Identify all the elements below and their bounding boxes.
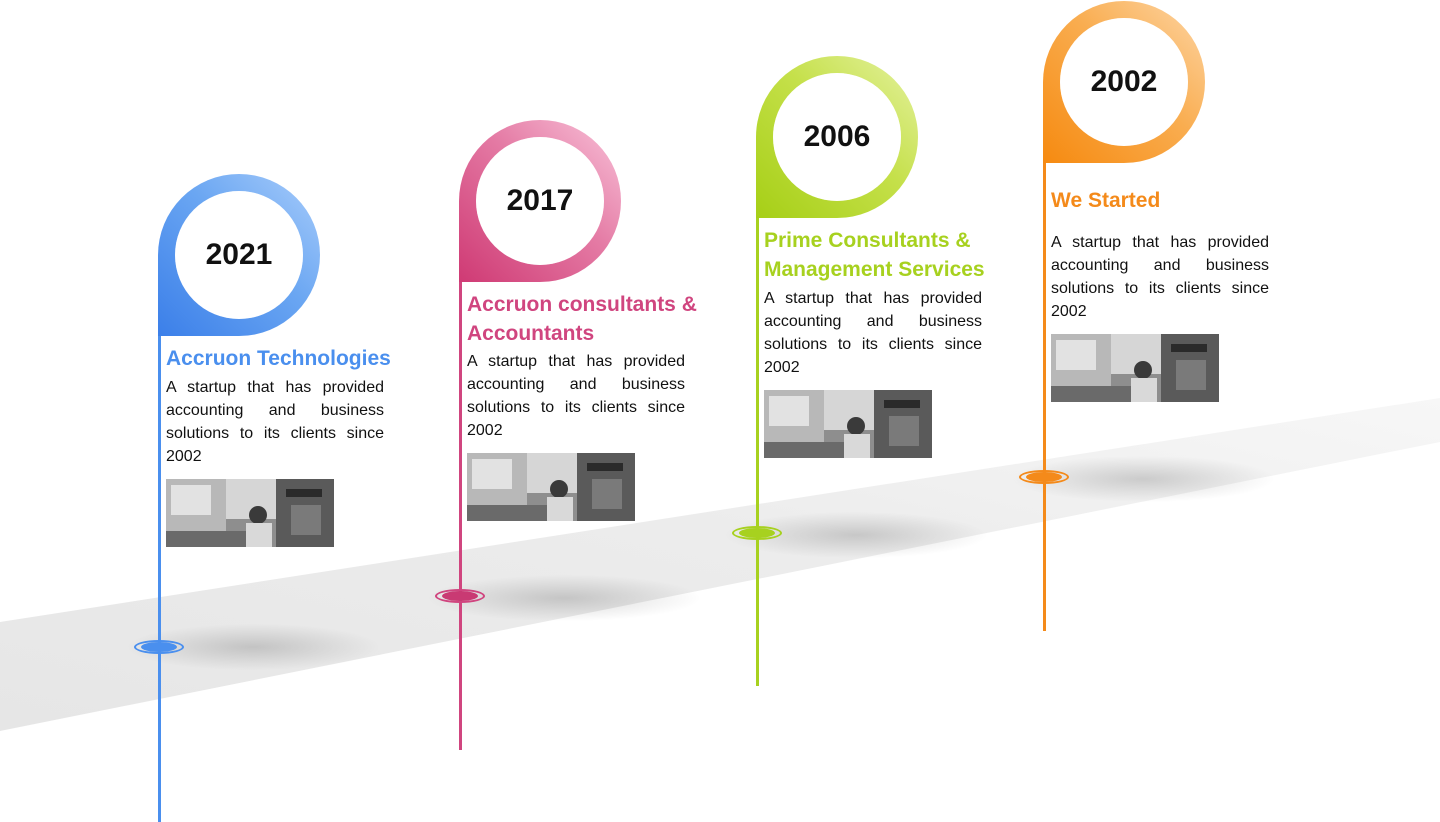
milestone-description: A startup that has provided accounting a… bbox=[764, 290, 982, 376]
pin-base-ring bbox=[134, 640, 184, 654]
milestone-year: 2002 bbox=[1060, 18, 1188, 146]
milestone-year: 2017 bbox=[476, 137, 604, 265]
map-pin-icon: 2006 bbox=[756, 56, 918, 218]
pin-base-ring bbox=[435, 589, 485, 603]
milestone-title: Accruon consultants & Accountants bbox=[467, 293, 697, 345]
milestone-photo bbox=[467, 453, 635, 521]
timeline-road bbox=[0, 398, 1440, 731]
milestone-title: Accruon Technologies bbox=[166, 347, 391, 370]
pin-base-dot bbox=[739, 528, 775, 538]
pin-pole bbox=[459, 280, 462, 750]
pin-base-ring bbox=[1019, 470, 1069, 484]
map-pin-icon: 2002 bbox=[1043, 1, 1205, 163]
pin-base-dot bbox=[1026, 472, 1062, 482]
pin-base-ring bbox=[732, 526, 782, 540]
pin-base-dot bbox=[442, 591, 478, 601]
pin-pole bbox=[756, 216, 759, 686]
milestone-description: A startup that has provided accounting a… bbox=[1051, 234, 1269, 320]
milestone-photo bbox=[166, 479, 334, 547]
milestone-description: A startup that has provided accounting a… bbox=[467, 353, 685, 439]
milestone-year: 2021 bbox=[175, 191, 303, 319]
milestone-photo bbox=[1051, 334, 1219, 402]
map-pin-icon: 2021 bbox=[158, 174, 320, 336]
milestone-title: Prime Consultants & Management Services bbox=[764, 229, 985, 281]
pin-base-dot bbox=[141, 642, 177, 652]
pin-pole bbox=[158, 334, 161, 822]
milestone-title: We Started bbox=[1051, 189, 1161, 212]
pin-pole bbox=[1043, 161, 1046, 631]
milestone-year: 2006 bbox=[773, 73, 901, 201]
map-pin-icon: 2017 bbox=[459, 120, 621, 282]
milestone-photo bbox=[764, 390, 932, 458]
milestone-description: A startup that has provided accounting a… bbox=[166, 379, 384, 465]
